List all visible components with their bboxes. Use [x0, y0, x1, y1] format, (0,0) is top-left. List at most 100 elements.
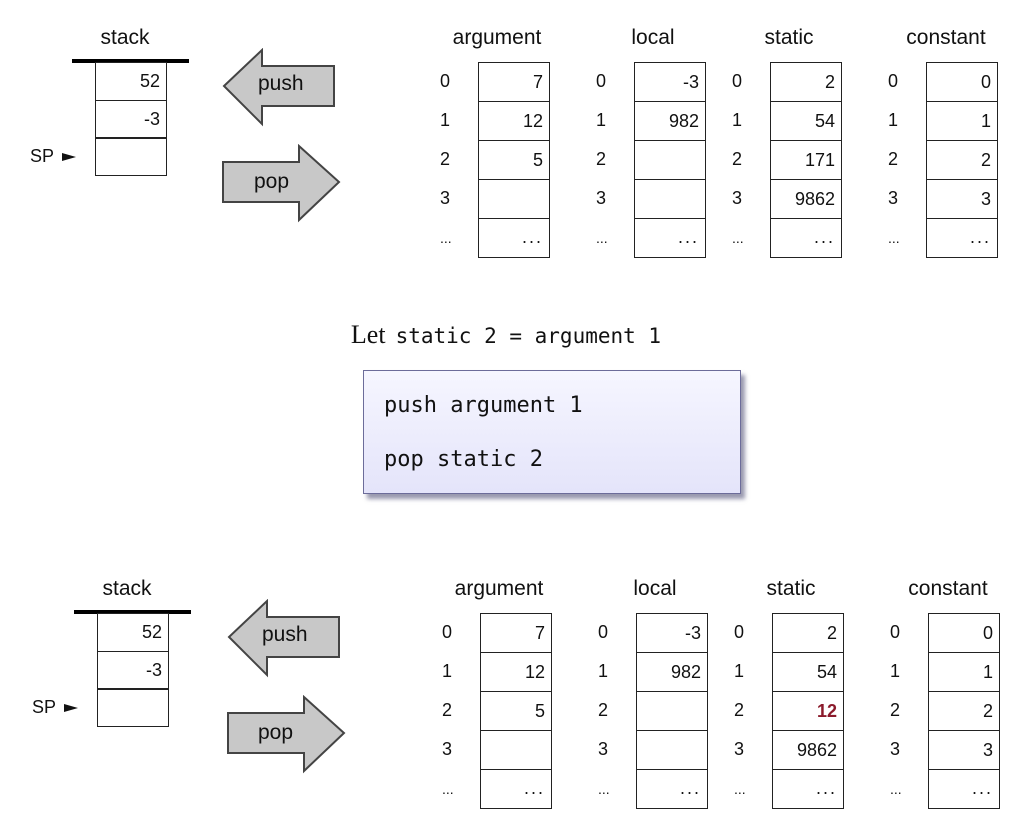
segment-cell: 12: [478, 101, 550, 141]
segment-cell: 2: [770, 62, 842, 102]
push-arrow-icon: [227, 599, 340, 678]
segment-index: 2: [890, 700, 901, 720]
segment-cell: 2: [928, 691, 1000, 731]
segment-index: ...: [440, 230, 452, 246]
push-label: push: [258, 72, 304, 95]
stack-cell: -3: [95, 99, 167, 139]
segment-index: 2: [732, 149, 743, 169]
segment-cell: 9862: [770, 179, 842, 219]
segment-index: 1: [442, 661, 453, 681]
segment-cell: ...: [636, 769, 708, 809]
segment-cell: [478, 179, 550, 219]
segment-cell: 982: [634, 101, 706, 141]
segment-index: ...: [596, 230, 608, 246]
segment-cell: ...: [772, 769, 844, 809]
stack-cell: [95, 137, 167, 176]
stack-top-bar: [74, 610, 191, 614]
stack-title: stack: [102, 577, 152, 600]
segment-cell: 0: [926, 62, 998, 102]
segment-cell: 171: [770, 140, 842, 180]
segment-index: 3: [732, 188, 743, 208]
sp-arrow-icon: [62, 152, 77, 161]
statement-keyword: Let: [350, 320, 386, 349]
segment-index: 0: [442, 622, 453, 642]
segment-index: 0: [732, 71, 743, 91]
pop-label: pop: [254, 170, 290, 193]
segment-index: 3: [888, 188, 899, 208]
segment-cell: [636, 730, 708, 770]
segment-cell: 5: [478, 140, 550, 180]
stack-cell: [97, 688, 169, 727]
segment-cell: ...: [928, 769, 1000, 809]
segment-cell: -3: [634, 62, 706, 102]
segment-index: 0: [890, 622, 901, 642]
segment-index: 3: [596, 188, 607, 208]
segment-index: 3: [442, 739, 453, 759]
segment-index: ...: [732, 230, 744, 246]
segment-cell: -3: [636, 613, 708, 653]
segment-cell: 12: [480, 652, 552, 692]
segment-index: 0: [596, 71, 607, 91]
segment-index: 0: [598, 622, 609, 642]
segment-index: 3: [734, 739, 745, 759]
segment-index: 2: [596, 149, 607, 169]
push-label: push: [262, 623, 308, 646]
segment-cell: 1: [928, 652, 1000, 692]
segment-cell: 54: [770, 101, 842, 141]
segment-cell: [636, 691, 708, 731]
stack-cell: 52: [97, 613, 169, 652]
sp-label: SP: [30, 146, 55, 166]
segment-index: 1: [596, 110, 607, 130]
segment-title: constant: [906, 26, 986, 49]
pop-arrow-icon: [227, 695, 346, 774]
sp-arrow-icon: [64, 703, 79, 712]
code-line: pop static 2: [384, 447, 543, 472]
segment-index: 3: [890, 739, 901, 759]
stack: 52 -3: [95, 62, 167, 176]
segment-index: ...: [598, 781, 610, 797]
segment-index: 2: [888, 149, 899, 169]
segment-title: argument: [454, 577, 544, 600]
segment-cell: [634, 179, 706, 219]
statement: Let static 2 = argument 1: [0, 320, 1012, 350]
stack-pointer: SP: [32, 697, 79, 718]
segment-cell: 54: [772, 652, 844, 692]
segment-cell: 7: [480, 613, 552, 653]
segment-index: 2: [598, 700, 609, 720]
segment-cell: 0: [928, 613, 1000, 653]
segment-title: local: [631, 26, 675, 49]
segment-cell: ...: [634, 218, 706, 258]
segment-cell: 1: [926, 101, 998, 141]
segment-index: ...: [442, 781, 454, 797]
segment-index: 0: [440, 71, 451, 91]
segment-index: 3: [440, 188, 451, 208]
segment-index: ...: [888, 230, 900, 246]
statement-code: static 2 = argument 1: [395, 324, 662, 348]
segment-index: 2: [734, 700, 745, 720]
segment-title: argument: [452, 26, 542, 49]
stack: 52 -3: [97, 613, 169, 727]
segment-cell: 9862: [772, 730, 844, 770]
segment-cell: 7: [478, 62, 550, 102]
segment-index: 1: [732, 110, 743, 130]
segment-title: local: [633, 577, 677, 600]
segment-cell-updated: 12: [772, 691, 844, 731]
pop-arrow-icon: [222, 144, 341, 223]
sp-label: SP: [32, 697, 57, 717]
segment-index: ...: [890, 781, 902, 797]
segment-index: 1: [598, 661, 609, 681]
segment-index: 3: [598, 739, 609, 759]
stack-cell: -3: [97, 650, 169, 690]
segment-index: 2: [440, 149, 451, 169]
pop-label: pop: [258, 721, 294, 744]
segment-index: 1: [888, 110, 899, 130]
segment-cell: 2: [772, 613, 844, 653]
segment-cell: [634, 140, 706, 180]
stack-top-bar: [72, 59, 189, 63]
segment-cell: 5: [480, 691, 552, 731]
segment-cell: [480, 730, 552, 770]
segment-cell: 3: [928, 730, 1000, 770]
segment-index: ...: [734, 781, 746, 797]
